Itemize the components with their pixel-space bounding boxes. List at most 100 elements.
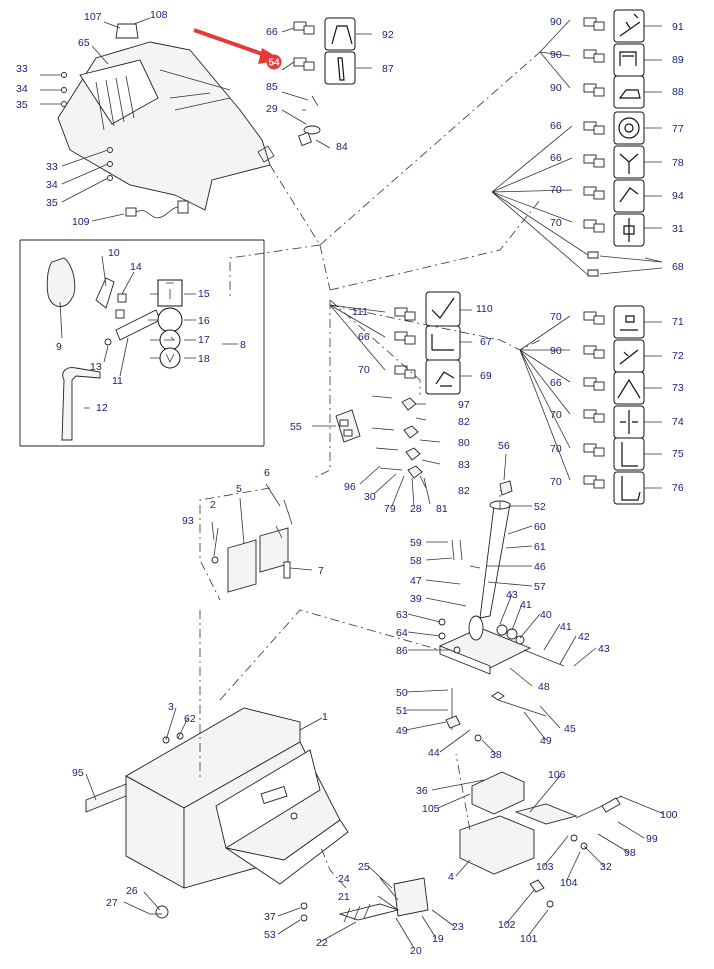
part-label-13: 13 <box>90 361 102 373</box>
part-label-86: 86 <box>396 645 408 657</box>
part-label-66: 66 <box>550 377 562 389</box>
part-label-40: 40 <box>540 609 552 621</box>
part-label-34: 34 <box>46 179 58 191</box>
part-label-87: 87 <box>382 63 394 75</box>
part-label-80: 80 <box>458 437 470 449</box>
decals-middle <box>394 291 461 395</box>
part-label-12: 12 <box>96 402 108 414</box>
part-label-79: 79 <box>384 503 396 515</box>
part-label-35: 35 <box>16 99 28 111</box>
part-label-82: 82 <box>458 416 470 428</box>
pedal-box-assembly <box>459 771 623 908</box>
part-label-29: 29 <box>266 103 278 115</box>
part-label-64: 64 <box>396 627 408 639</box>
part-label-71: 71 <box>672 316 684 328</box>
part-label-25: 25 <box>358 861 370 873</box>
part-label-90: 90 <box>550 345 562 357</box>
fan-leader-lines <box>329 19 663 481</box>
part-label-76: 76 <box>672 482 684 494</box>
assembly-leaders <box>199 51 541 889</box>
part-label-36: 36 <box>416 785 428 797</box>
part-label-7: 7 <box>318 565 324 577</box>
part-label-70: 70 <box>550 217 562 229</box>
decal-clips-lower <box>583 311 605 489</box>
part-label-45: 45 <box>564 723 576 735</box>
detail-inset-box <box>19 239 265 447</box>
part-label-55: 55 <box>290 421 302 433</box>
part-label-39: 39 <box>410 593 422 605</box>
part-label-49: 49 <box>396 725 408 737</box>
part-label-81: 81 <box>436 503 448 515</box>
part-label-38: 38 <box>490 749 502 761</box>
part-label-3: 3 <box>168 701 174 713</box>
part-label-100: 100 <box>660 809 678 821</box>
shift-lever-assembly <box>438 480 565 742</box>
inset-parts <box>46 257 183 441</box>
part-label-58: 58 <box>410 555 422 567</box>
part-label-35: 35 <box>46 197 58 209</box>
part-label-104: 104 <box>560 877 578 889</box>
part-label-22: 22 <box>316 937 328 949</box>
part-label-89: 89 <box>672 54 684 66</box>
part-label-93: 93 <box>182 515 194 527</box>
part-label-24: 24 <box>338 873 350 885</box>
part-label-70: 70 <box>358 364 370 376</box>
part-label-41: 41 <box>520 599 532 611</box>
part-label-19: 19 <box>432 933 444 945</box>
part-label-108: 108 <box>150 9 168 21</box>
part-label-96: 96 <box>344 481 356 493</box>
part-label-17: 17 <box>198 334 210 346</box>
part-label-11: 11 <box>112 375 123 387</box>
part-label-65: 65 <box>78 37 90 49</box>
part-label-63: 63 <box>396 609 408 621</box>
part-label-60: 60 <box>534 521 546 533</box>
part-label-70: 70 <box>550 311 562 323</box>
part-label-8: 8 <box>240 339 246 351</box>
part-label-18: 18 <box>198 353 210 365</box>
part-label-75: 75 <box>672 448 684 460</box>
part-label-72: 72 <box>672 350 684 362</box>
part-label-41: 41 <box>560 621 572 633</box>
part-label-110: 110 <box>476 303 493 315</box>
part-label-74: 74 <box>672 416 684 428</box>
part-label-73: 73 <box>672 382 684 394</box>
part-label-82: 82 <box>458 485 470 497</box>
part-label-59: 59 <box>410 537 422 549</box>
part-label-44: 44 <box>428 747 440 759</box>
part-label-70: 70 <box>550 184 562 196</box>
part-label-43: 43 <box>506 589 518 601</box>
part-label-14: 14 <box>130 261 142 273</box>
part-label-56: 56 <box>498 440 510 452</box>
part-label-57: 57 <box>534 581 546 593</box>
decals-right-lower <box>613 305 645 505</box>
decal-92-87 <box>293 17 356 85</box>
part-label-109: 109 <box>72 216 90 228</box>
part-label-51: 51 <box>396 705 408 717</box>
bracket-upper-left <box>211 499 293 593</box>
part-label-62: 62 <box>184 713 196 725</box>
part-label-61: 61 <box>534 541 546 553</box>
part-label-53: 53 <box>264 929 276 941</box>
part-label-84: 84 <box>336 141 348 153</box>
callout-badge: 54 <box>266 54 282 70</box>
part-label-33: 33 <box>46 161 58 173</box>
part-label-2: 2 <box>210 499 216 511</box>
part-label-32: 32 <box>600 861 612 873</box>
part-label-20: 20 <box>410 945 422 957</box>
callout-badge-number: 54 <box>268 58 280 69</box>
decals-right-upper <box>613 9 645 247</box>
part-label-67: 67 <box>480 336 492 348</box>
part-label-47: 47 <box>410 575 422 587</box>
part-label-30: 30 <box>364 491 376 503</box>
part-label-23: 23 <box>452 921 464 933</box>
part-label-105: 105 <box>422 803 440 815</box>
part-label-98: 98 <box>624 847 636 859</box>
part-label-90: 90 <box>550 16 562 28</box>
console-housing <box>57 23 275 211</box>
part-number-labels: 107 108 65 33 34 35 33 34 35 109 66 92 8… <box>16 9 684 957</box>
part-label-52: 52 <box>534 501 546 513</box>
part-label-48: 48 <box>538 681 550 693</box>
part-label-91: 91 <box>672 21 684 33</box>
part-label-92: 92 <box>382 29 394 41</box>
